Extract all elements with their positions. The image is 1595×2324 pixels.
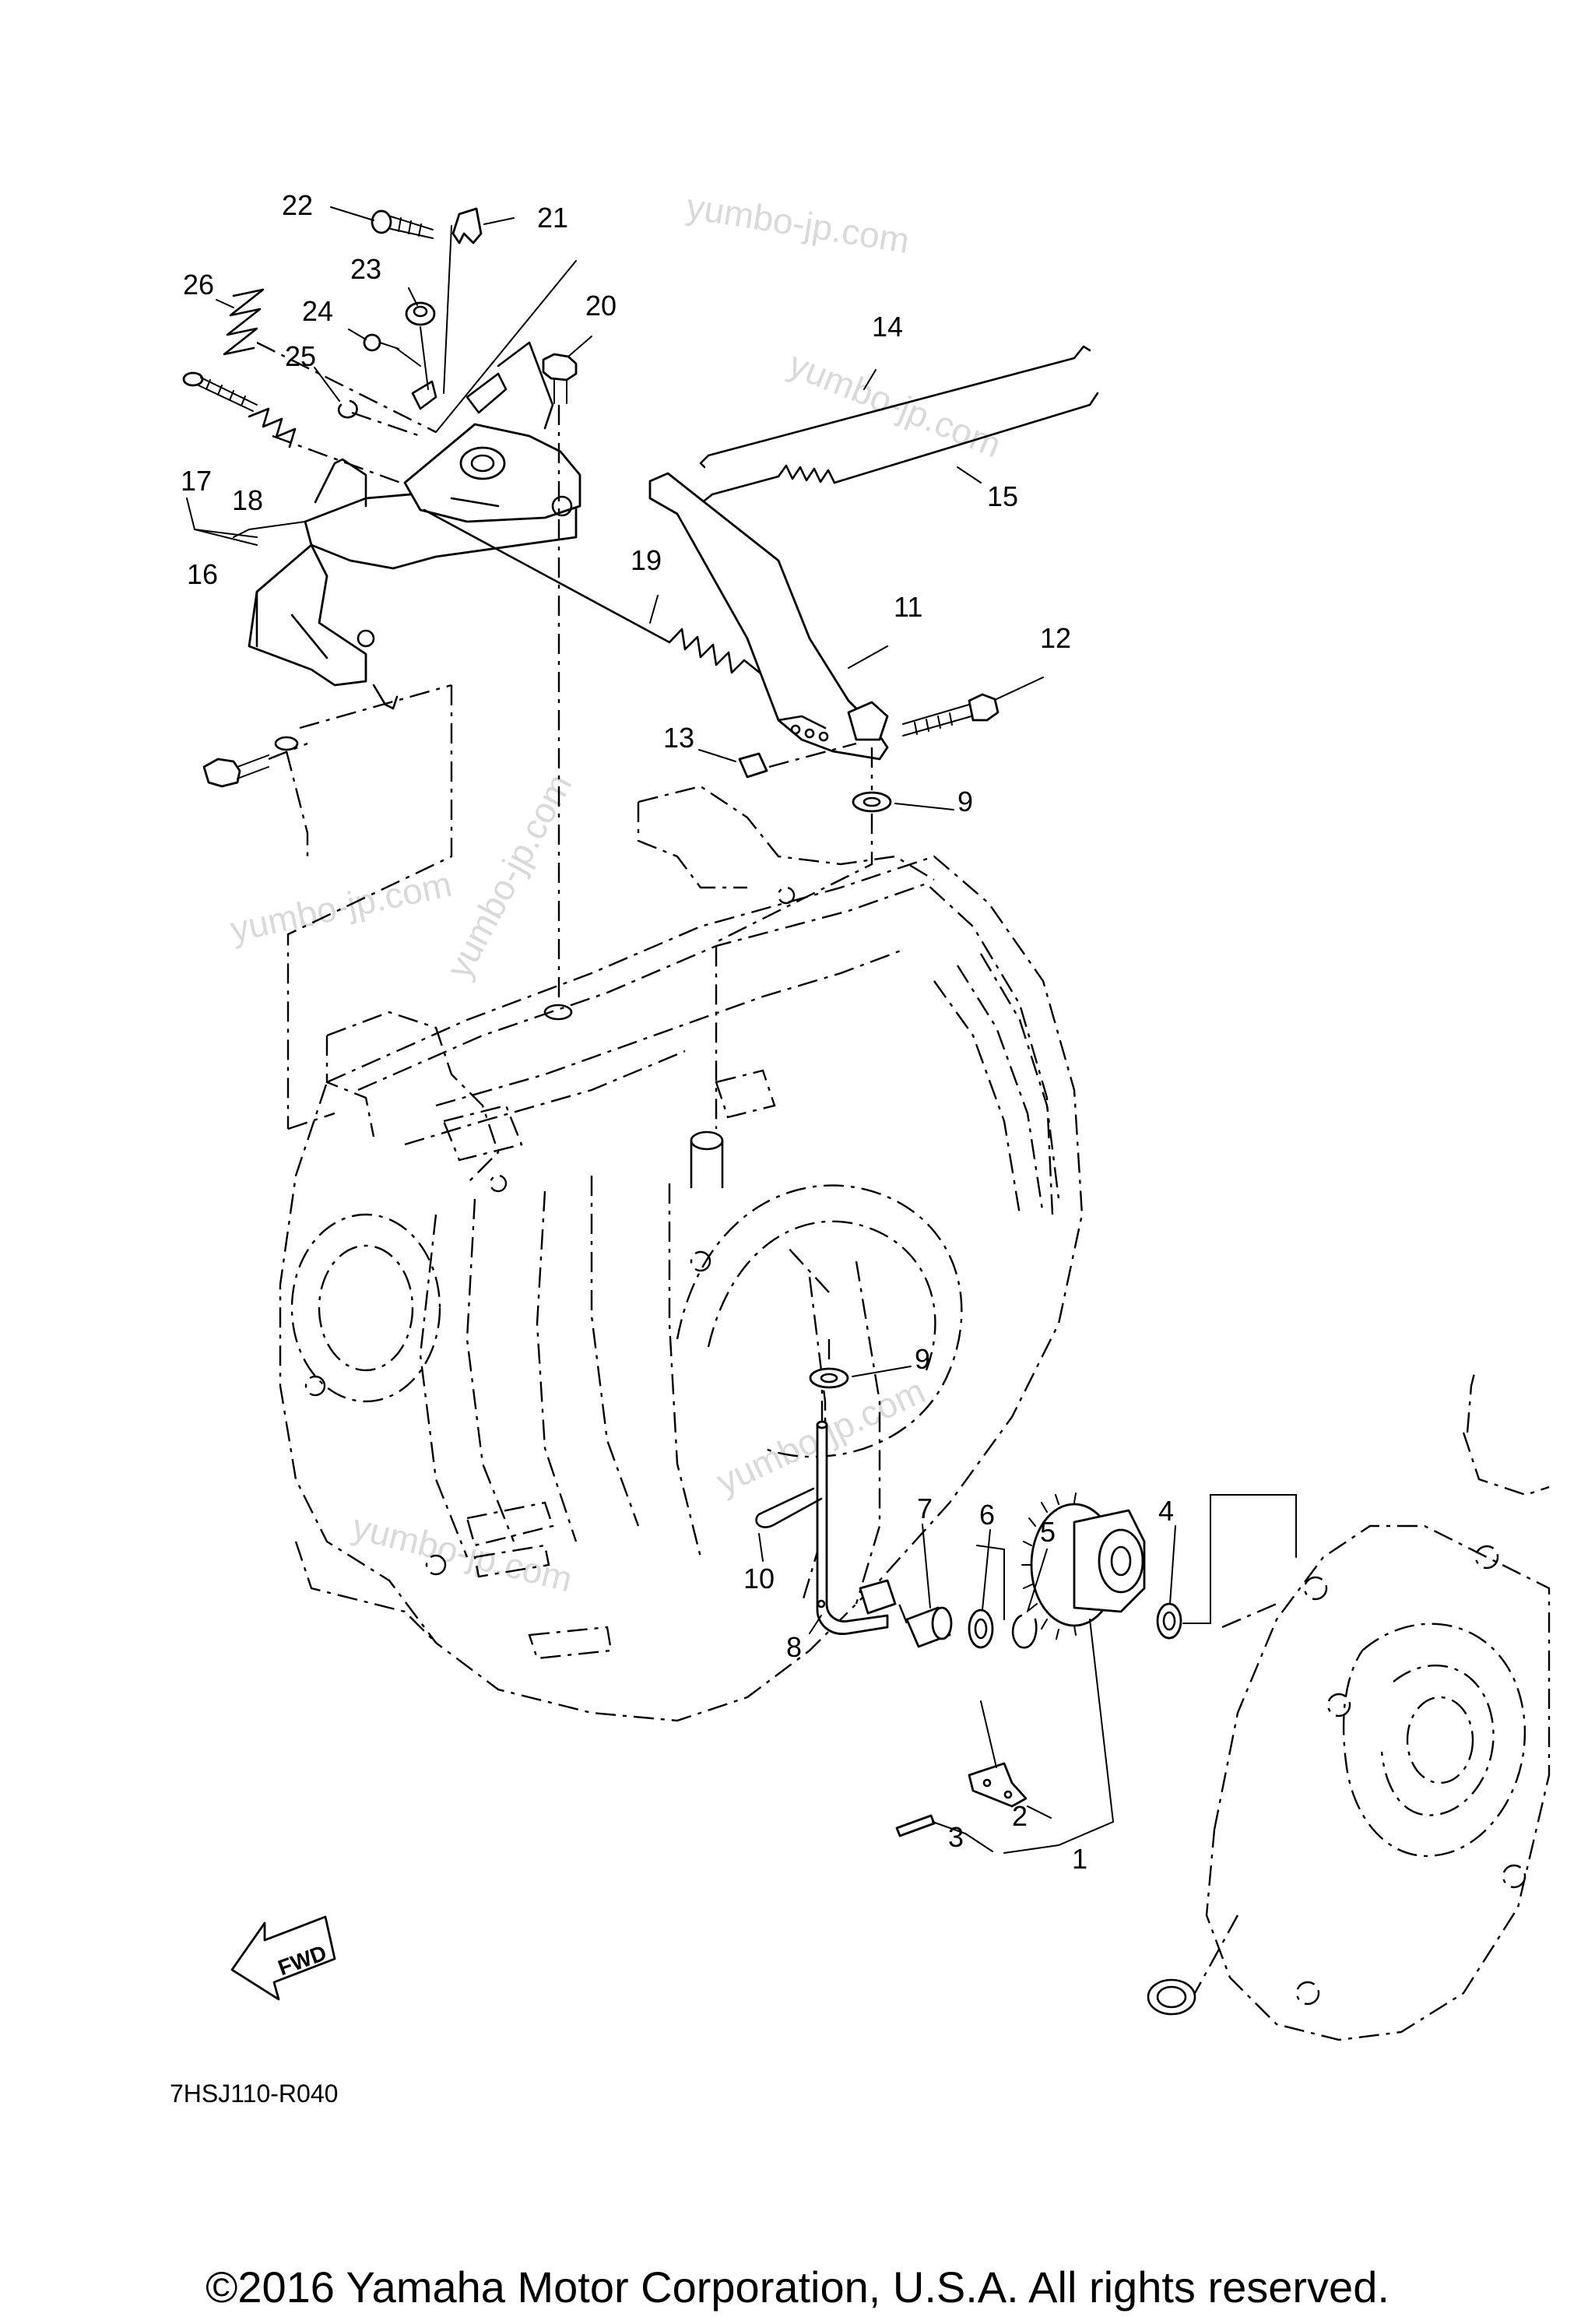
callout-26: 26 [183,269,214,301]
copyright-notice: ©2016 Yamaha Motor Corporation, U.S.A. A… [206,2262,1389,2312]
part-13-nut [738,752,768,779]
part-11-governor-arm [648,472,889,761]
watermark: yumbo-jp.com [783,343,1007,465]
part-17-bolt [182,371,258,412]
part-6-washer [968,1609,994,1649]
part-4-washer [1156,1602,1182,1640]
part-2-weight [968,1762,1028,1808]
callout-11: 11 [894,591,922,623]
callout-16: 16 [187,558,218,590]
watermark: yumbo-jp.com [349,1506,577,1599]
part-12-bolt [902,693,1000,737]
part-23-nut [405,301,436,326]
part-10-clip [755,1487,823,1528]
callout-2: 2 [1012,1800,1028,1832]
watermark: yumbo-jp.com [683,186,912,262]
callout-19: 19 [631,544,662,576]
callout-9-lower: 9 [915,1343,930,1375]
callout-22: 22 [282,189,313,221]
part-20-bolt [542,353,578,404]
callout-3: 3 [948,1821,964,1853]
callout-18: 18 [232,484,263,516]
part-5-circlip [1011,1614,1038,1649]
callout-21: 21 [537,202,568,234]
crankcase [279,785,1084,1722]
callout-24: 24 [302,295,333,327]
callout-20: 20 [585,290,617,322]
watermark: yumbo-jp.com [227,863,455,950]
bracket-washer [274,736,299,751]
part-18-spring [248,407,297,448]
callout-14: 14 [872,311,903,343]
callout-9-upper: 9 [957,786,973,817]
callouts: 1 2 3 4 5 6 7 8 9 9 10 11 12 13 14 15 16… [181,189,1174,1875]
part-7-collar [905,1606,953,1648]
callout-1: 1 [1072,1843,1087,1875]
part-14-rod [699,345,1091,469]
bracket-bolt [202,742,308,788]
callout-7: 7 [917,1492,933,1524]
diagram-code: 7HSJ110-R040 [170,2080,338,2108]
callout-25: 25 [285,340,316,372]
part-9-washer-lower [809,1367,849,1389]
callout-6: 6 [979,1499,995,1531]
watermarks: yumbo-jp.com yumbo-jp.com yumbo-jp.com y… [227,186,1007,1600]
callout-12: 12 [1040,622,1071,654]
fwd-arrow-icon: FWD [230,1915,336,2001]
part-25-clip [337,399,358,419]
part-26-spring [223,288,265,356]
callout-4: 4 [1158,1495,1174,1527]
part-24-screw [363,333,399,352]
part-8-governor-shaft [816,1420,897,1635]
crankcase-cover [1147,1369,1551,2041]
callout-23: 23 [350,253,381,285]
part-15-rod-spring [703,392,1099,502]
callout-8: 8 [786,1631,802,1663]
part-9-washer-upper [852,791,892,813]
part-21-clip [451,207,483,244]
callout-15: 15 [987,480,1018,512]
part-1-governor-gear [1021,1492,1146,1640]
callout-10: 10 [743,1563,775,1594]
part-3-pin [895,1814,936,1837]
assembly-lines [186,206,1297,1854]
callout-13: 13 [663,722,694,754]
lever-plate [403,341,581,523]
callout-5: 5 [1040,1516,1056,1548]
callout-17: 17 [181,465,212,497]
part-22-bolt [371,209,434,239]
